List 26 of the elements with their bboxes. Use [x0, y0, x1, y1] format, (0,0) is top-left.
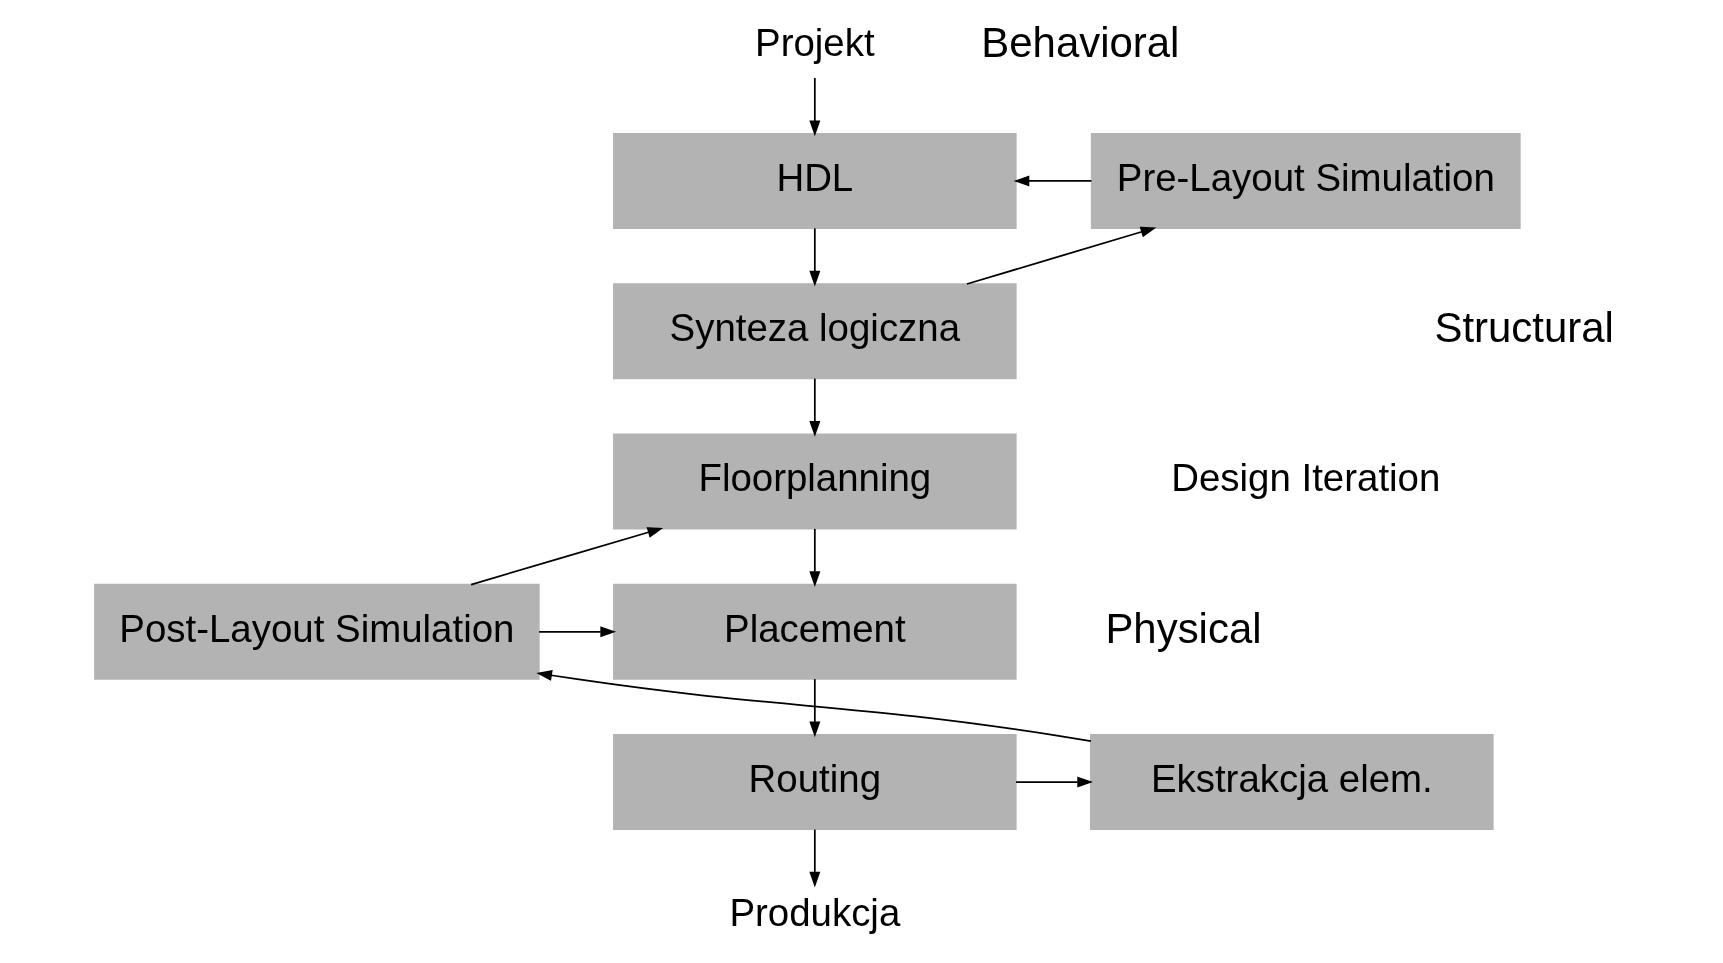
arrow [808, 678, 820, 738]
node-box: Synteza logiczna [612, 283, 1017, 380]
arrow [535, 669, 1092, 742]
arrow [808, 828, 820, 888]
node-text: Produkcja [728, 891, 900, 935]
node-box: Ekstrakcja elem. [1089, 733, 1494, 831]
arrow [808, 77, 820, 137]
node-box: Routing [612, 733, 1017, 831]
node-box: Floorplanning [612, 433, 1017, 530]
arrow [965, 226, 1156, 285]
arrow [537, 626, 616, 638]
arrow [1014, 776, 1093, 788]
label: Structural [1433, 304, 1614, 352]
arrow [469, 527, 663, 586]
arrow [808, 528, 820, 588]
node-box: Pre-Layout Simulation [1090, 132, 1521, 230]
arrow [1013, 175, 1092, 187]
node-box: Placement [612, 583, 1017, 680]
node-box: Post-Layout Simulation [93, 583, 540, 680]
label: Physical [1104, 604, 1262, 652]
node-box: HDL [612, 132, 1017, 230]
arrow [808, 377, 820, 437]
label: Behavioral [980, 19, 1179, 67]
node-text: Projekt [754, 21, 875, 65]
label: Design Iteration [1170, 456, 1440, 500]
arrow [808, 227, 820, 287]
